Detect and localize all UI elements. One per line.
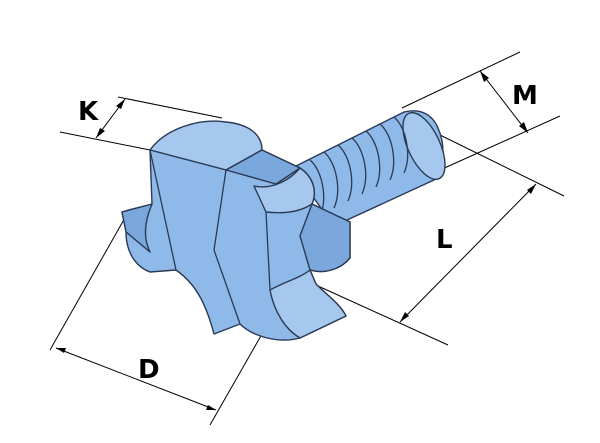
dimension-m: M	[401, 51, 561, 171]
l-extension-line-upper	[437, 133, 565, 197]
head-edge-1	[213, 169, 241, 325]
threaded-shank	[291, 110, 446, 227]
dimension-d: D	[49, 215, 287, 426]
shank-end-face	[402, 111, 446, 181]
thread-7	[393, 116, 409, 174]
k-arrow-bottom	[96, 128, 105, 138]
label-k: K	[78, 97, 99, 127]
d-arrow-left	[56, 348, 66, 353]
l-arrow-top	[527, 184, 536, 194]
m-arrow-bottom	[519, 122, 528, 133]
dimension-l: L	[317, 133, 565, 346]
d-dimension-line	[55, 347, 217, 411]
head-edge-3	[265, 211, 271, 291]
head-top-lobe	[149, 120, 263, 171]
head-slot-upper	[253, 167, 316, 214]
m-extension-line-upper	[401, 51, 521, 109]
label-d: D	[138, 355, 160, 385]
head-left-notch	[121, 203, 153, 253]
d-arrow-right	[206, 405, 216, 410]
thread-2	[323, 151, 339, 209]
label-m: M	[512, 81, 538, 111]
thread-4	[351, 137, 367, 195]
cross-head	[121, 120, 351, 341]
head-edge-2	[149, 149, 177, 271]
m-arrow-top	[480, 71, 489, 82]
k-extension-line-upper	[117, 96, 223, 119]
m-dimension-line	[479, 70, 529, 134]
thread-3	[337, 144, 353, 202]
k-arrow-top	[116, 99, 125, 109]
l-arrow-bottom	[400, 312, 409, 322]
l-dimension-line	[399, 183, 537, 323]
head-slot-lower	[269, 269, 347, 339]
l-extension-line-lower	[317, 285, 449, 346]
thread-6	[379, 123, 395, 181]
thread-5	[365, 130, 381, 188]
k-extension-line-lower	[59, 131, 161, 153]
m-extension-line-lower	[439, 115, 561, 171]
dimension-k: K	[59, 96, 223, 153]
label-l: L	[436, 225, 453, 255]
d-extension-line-left	[49, 215, 127, 351]
